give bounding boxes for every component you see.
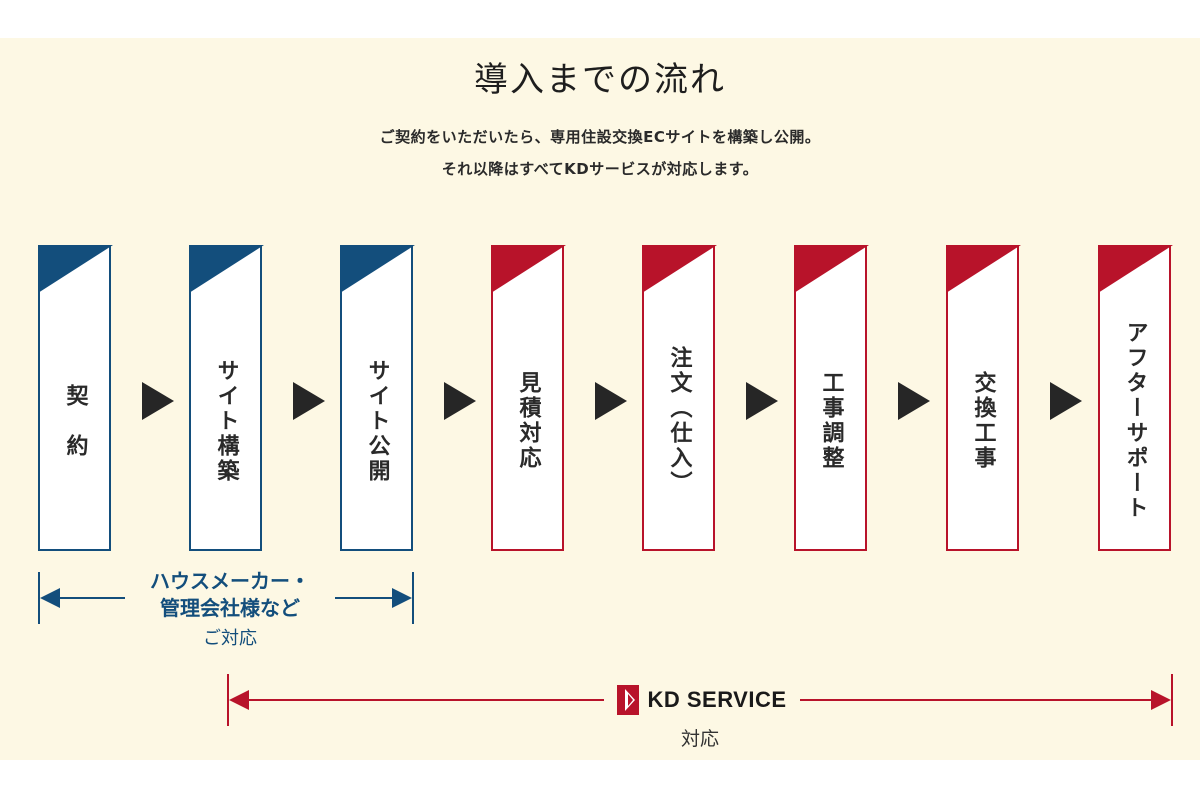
kd-logo-icon (617, 685, 640, 715)
customer-range-label-line2: 管理会社様など (160, 596, 300, 620)
step-card-installation: 交換工事 (946, 245, 1021, 551)
kd-brand-name: KD SERVICE (647, 687, 787, 712)
step-arrow-icon (746, 382, 778, 420)
customer-range-sub: ご対応 (203, 628, 257, 649)
customer-range-label-line1: ハウスメーカー・ (150, 569, 310, 593)
kd-service-brand: KD SERVICE (604, 680, 800, 720)
step-label: サイト公開 (364, 358, 390, 484)
corner-flag-icon (794, 245, 869, 293)
step-label: 注文（仕入） (666, 346, 692, 496)
corner-flag-icon (642, 245, 717, 293)
step-label: 交換工事 (970, 371, 996, 471)
step-arrow-icon (1050, 382, 1082, 420)
page-title: 導入までの流れ (474, 60, 726, 100)
corner-flag-icon (946, 245, 1021, 293)
step-label: 契 約 (62, 383, 88, 459)
step-arrow-icon (444, 382, 476, 420)
description-line-2: それ以降はすべてKDサービスが対応します。 (441, 160, 759, 178)
step-card-schedule: 工事調整 (794, 245, 869, 551)
corner-flag-icon (491, 245, 566, 293)
corner-flag-icon (340, 245, 415, 293)
corner-flag-icon (1098, 245, 1173, 293)
step-card-contract: 契 約 (38, 245, 113, 551)
step-arrow-icon (142, 382, 174, 420)
step-card-estimate: 見積対応 (491, 245, 566, 551)
step-arrow-icon (293, 382, 325, 420)
customer-range-label: ハウスメーカー・ 管理会社様など (125, 568, 335, 622)
corner-flag-icon (189, 245, 264, 293)
kd-range-sub: 対応 (680, 728, 719, 750)
step-card-order: 注文（仕入） (642, 245, 717, 551)
step-label: サイト構築 (213, 358, 239, 484)
step-label: アフターサポート (1122, 321, 1148, 521)
step-arrow-icon (898, 382, 930, 420)
step-card-after-support: アフターサポート (1098, 245, 1173, 551)
step-arrow-icon (595, 382, 627, 420)
step-label: 工事調整 (818, 371, 844, 471)
step-card-site-build: サイト構築 (189, 245, 264, 551)
step-card-site-launch: サイト公開 (340, 245, 415, 551)
corner-flag-icon (38, 245, 113, 293)
description-line-1: ご契約をいただいたら、専用住設交換ECサイトを構築し公開。 (379, 128, 821, 146)
step-label: 見積対応 (515, 371, 541, 471)
